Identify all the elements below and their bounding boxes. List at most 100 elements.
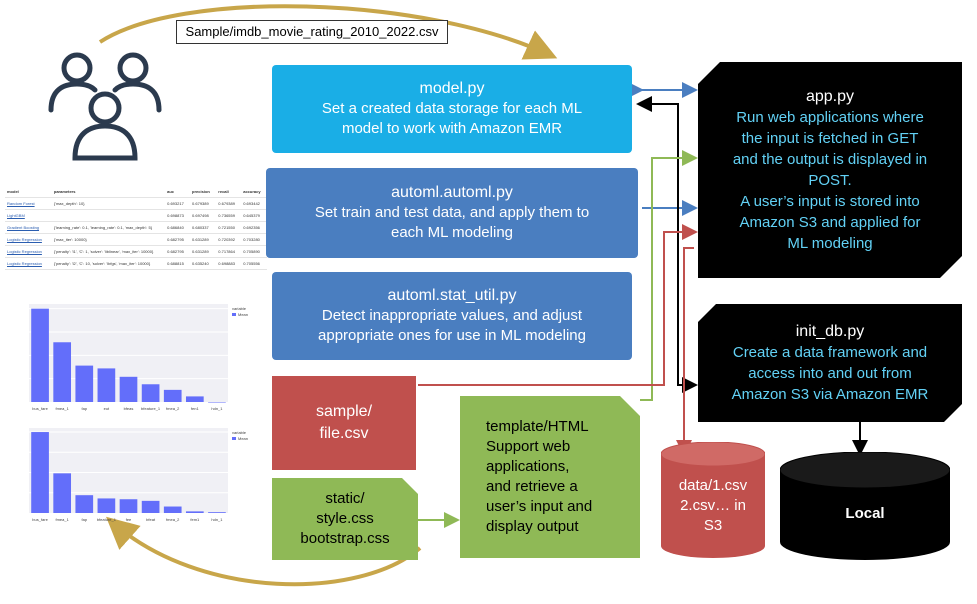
table-cell[interactable]: Logistic Regression <box>5 245 52 258</box>
chart-bar <box>185 511 204 513</box>
file-label: Sample/imdb_movie_rating_2010_2022.csv <box>176 20 448 44</box>
table-cell[interactable]: Random Forest <box>5 197 52 210</box>
table-cell[interactable]: Logistic Regression <box>5 233 52 246</box>
table-cell: 0.693217 <box>165 197 191 210</box>
table-row: Logistic Regression{'penalty': 'l1', 'C'… <box>5 245 267 258</box>
chart-bar <box>75 495 94 513</box>
template-line: applications, <box>486 458 570 475</box>
static-box-shape <box>272 478 418 560</box>
table-cell: 0.705556 <box>241 257 267 270</box>
table-header-cell: accuracy <box>241 186 267 198</box>
table-cell: 0.703280 <box>241 233 267 246</box>
stat-util-py-box: automl.stat_util.py Detect inappropriate… <box>272 272 632 360</box>
table-cell: 0.679389 <box>190 197 217 210</box>
static-line: style.css <box>316 510 374 527</box>
table-cell: 0.705890 <box>241 245 267 258</box>
automl-py-title: automl.automl.py <box>391 184 513 201</box>
chart-tick-label: fap <box>81 406 87 411</box>
chart-bar <box>97 368 116 402</box>
chart-tick-label: fem1 <box>190 517 200 522</box>
template-line: user’s input and <box>486 498 593 515</box>
table-cell: {'learning_rate': 0.1, 'learning_rate': … <box>51 221 166 234</box>
stat-util-py-line: Detect inappropriate values, and adjust <box>321 307 583 324</box>
arrow-red-app-data <box>676 247 694 456</box>
chart-tick-label: fen1 <box>191 406 200 411</box>
model-py-line: Set a created data storage for each ML <box>321 100 583 117</box>
chart-bar <box>31 432 49 513</box>
app-py-line: A user’s input is stored into <box>740 193 920 210</box>
chart-bar <box>141 384 160 402</box>
table-cell: 0.631289 <box>190 233 217 246</box>
table-cell: {'penalty': 'l2', 'C': 10, 'solver': 'lb… <box>51 257 166 270</box>
table-header-cell: model <box>5 186 52 198</box>
local-cylinder: Local <box>780 494 950 534</box>
model-py-line: model to work with Amazon EMR <box>341 120 563 137</box>
init-db-py-box: init_db.py Create a data framework and a… <box>698 304 962 422</box>
arrow-green-template-app <box>640 150 698 401</box>
app-py-title: app.py <box>805 88 855 105</box>
users-group-icon <box>48 52 162 161</box>
chart-tick-label: bus_fare <box>32 517 48 522</box>
table-row: Logistic Regression{'penalty': 'l2', 'C'… <box>5 257 267 270</box>
data-line: S3 <box>703 517 723 534</box>
table-cell: 0.680337 <box>190 221 217 234</box>
table-header-cell: recall <box>216 186 242 198</box>
app-py-line: Amazon S3 and applied for <box>739 214 921 231</box>
chart-tick-label: bfeature_1 <box>97 517 117 522</box>
gold-arrow-bottom <box>106 516 422 587</box>
init-db-py-line: access into and out from <box>748 365 912 382</box>
static-line: bootstrap.css <box>300 530 390 547</box>
table-cell: 0.682795 <box>165 245 191 258</box>
table-row: Logistic Regression{'max_iter': 10000}0.… <box>5 233 267 246</box>
chart-tick-label: bus_fare <box>32 406 48 411</box>
local-label: Local <box>845 505 885 522</box>
table-header-cell: auc <box>165 186 191 198</box>
table-cell: 0.720392 <box>216 233 242 246</box>
app-py-line: ML modeling <box>787 235 873 252</box>
app-py-shape <box>698 62 962 278</box>
init-db-py-shape <box>698 304 962 422</box>
table-cell: 0.645379 <box>241 209 267 222</box>
chart-tick-label: fmea_1 <box>55 517 69 522</box>
table-cell: {'penalty': 'l1', 'C': 1, 'solver': 'lib… <box>51 245 166 258</box>
chart-tick-label: fmea_2 <box>166 406 180 411</box>
local-cylinder-shape <box>780 452 950 560</box>
chart-legend-swatch <box>232 313 236 316</box>
automl-py-box: automl.automl.py Set train and test data… <box>266 168 638 258</box>
chart-tick-label: eut <box>104 406 110 411</box>
chart-bar <box>208 402 226 403</box>
table-cell: 0.631289 <box>190 245 217 258</box>
chart-legend-title: variable <box>232 306 247 311</box>
table-row: Gradient Boosting{'learning_rate': 0.1, … <box>5 221 267 234</box>
template-line: template/HTML <box>486 418 589 435</box>
chart-tick-label: bfeas <box>124 406 134 411</box>
app-py-box: app.py Run web applications where the in… <box>698 62 962 278</box>
chart-bar <box>53 342 72 402</box>
model-py-box: model.py Set a created data storage for … <box>272 65 632 153</box>
table-cell: 0.635240 <box>190 257 217 270</box>
template-line: Support web <box>486 438 571 455</box>
chart-tick-label: hdn_1 <box>211 406 223 411</box>
chart-legend-entry: Mean <box>238 312 248 317</box>
table-cell <box>51 209 166 222</box>
table-cell[interactable]: Logistic Regression <box>5 257 52 270</box>
arrow-black-model <box>636 96 696 386</box>
automl-py-line: Set train and test data, and apply them … <box>314 204 590 221</box>
init-db-py-title: init_db.py <box>795 323 865 340</box>
chart-tick-label: hdn_1 <box>211 517 223 522</box>
table-cell[interactable]: LightGBM <box>5 209 52 222</box>
stat-util-py-line: appropriate ones for use in ML modeling <box>318 327 586 344</box>
table-cell[interactable]: Gradient Boosting <box>5 221 52 234</box>
table-cell: 0.736559 <box>216 209 242 222</box>
table-cell: 0.717864 <box>216 245 242 258</box>
template-line: and retrieve a <box>486 478 578 495</box>
chart-bar <box>185 396 204 402</box>
automl-py-line: each ML modeling <box>390 224 513 241</box>
init-db-py-line: Amazon S3 via Amazon EMR <box>731 386 929 403</box>
data-cylinder-shape <box>661 442 765 558</box>
